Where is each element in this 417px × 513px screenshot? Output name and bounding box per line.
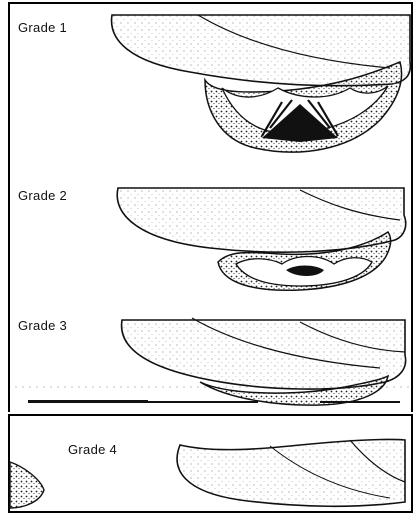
grade-2-drawing <box>117 188 406 290</box>
grade-2-tongue <box>117 188 406 252</box>
grade-3-band <box>28 400 148 403</box>
grade-4-left-fragment <box>10 462 44 508</box>
grade-4-drawing <box>10 439 405 508</box>
grade-3-tongue <box>122 320 406 389</box>
grade-3-drawing <box>10 318 412 405</box>
grade-4-tongue <box>177 439 405 506</box>
grade-1-drawing <box>112 15 411 152</box>
